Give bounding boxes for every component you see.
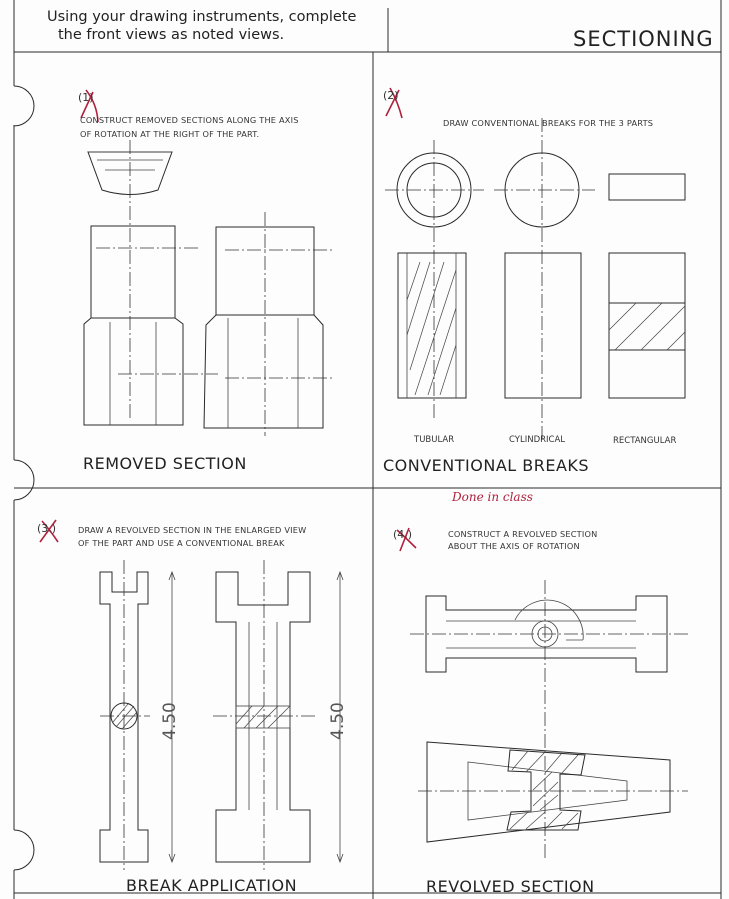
handwritten-note: Done in class bbox=[452, 490, 533, 504]
sheet-frame bbox=[13, 0, 722, 899]
panel-3-instruction-line-2: OF THE PART AND USE A CONVENTIONAL BREAK bbox=[78, 538, 285, 548]
panel-4-number: (4.) bbox=[393, 528, 413, 541]
panel-3-title: BREAK APPLICATION bbox=[126, 876, 298, 895]
header-instruction-line-2: the front views as noted views. bbox=[58, 27, 285, 43]
header-instruction-line-1: Using your drawing instruments, complete bbox=[47, 9, 357, 25]
panel-3-number: (3.) bbox=[37, 522, 57, 535]
panel-4-title: REVOLVED SECTION bbox=[426, 877, 595, 896]
label-cylindrical: CYLINDRICAL bbox=[509, 435, 566, 445]
panel-2-instruction: DRAW CONVENTIONAL BREAKS FOR THE 3 PARTS bbox=[443, 118, 654, 128]
panel-1-instruction-line-2: OF ROTATION AT THE RIGHT OF THE PART. bbox=[80, 129, 260, 139]
panel-4-instruction-line-2: ABOUT THE AXIS OF ROTATION bbox=[448, 541, 580, 551]
label-tubular: TUBULAR bbox=[414, 435, 455, 445]
dimension-right: 4.50 bbox=[328, 702, 348, 740]
panel-4-instruction-line-1: CONSTRUCT A REVOLVED SECTION bbox=[448, 529, 598, 539]
panel-1-drawing bbox=[83, 140, 333, 436]
red-pen-marks bbox=[39, 87, 417, 552]
panel-3-instruction-line-1: DRAW A REVOLVED SECTION IN THE ENLARGED … bbox=[78, 525, 307, 535]
label-rectangular: RECTANGULAR bbox=[613, 436, 677, 446]
panel-3-drawing bbox=[99, 560, 344, 870]
sheet-title: SECTIONING bbox=[573, 27, 714, 51]
panel-4-drawing bbox=[410, 580, 690, 860]
panel-2-title: CONVENTIONAL BREAKS bbox=[383, 456, 590, 475]
panel-1-number: (1) bbox=[78, 91, 94, 104]
panel-2-number: (2) bbox=[383, 89, 399, 102]
panel-1-title: REMOVED SECTION bbox=[83, 454, 247, 473]
panel-1-instruction-line-1: CONSTRUCT REMOVED SECTIONS ALONG THE AXI… bbox=[80, 115, 299, 125]
dimension-left: 4.50 bbox=[160, 702, 180, 740]
panel-2-drawing bbox=[385, 118, 686, 440]
